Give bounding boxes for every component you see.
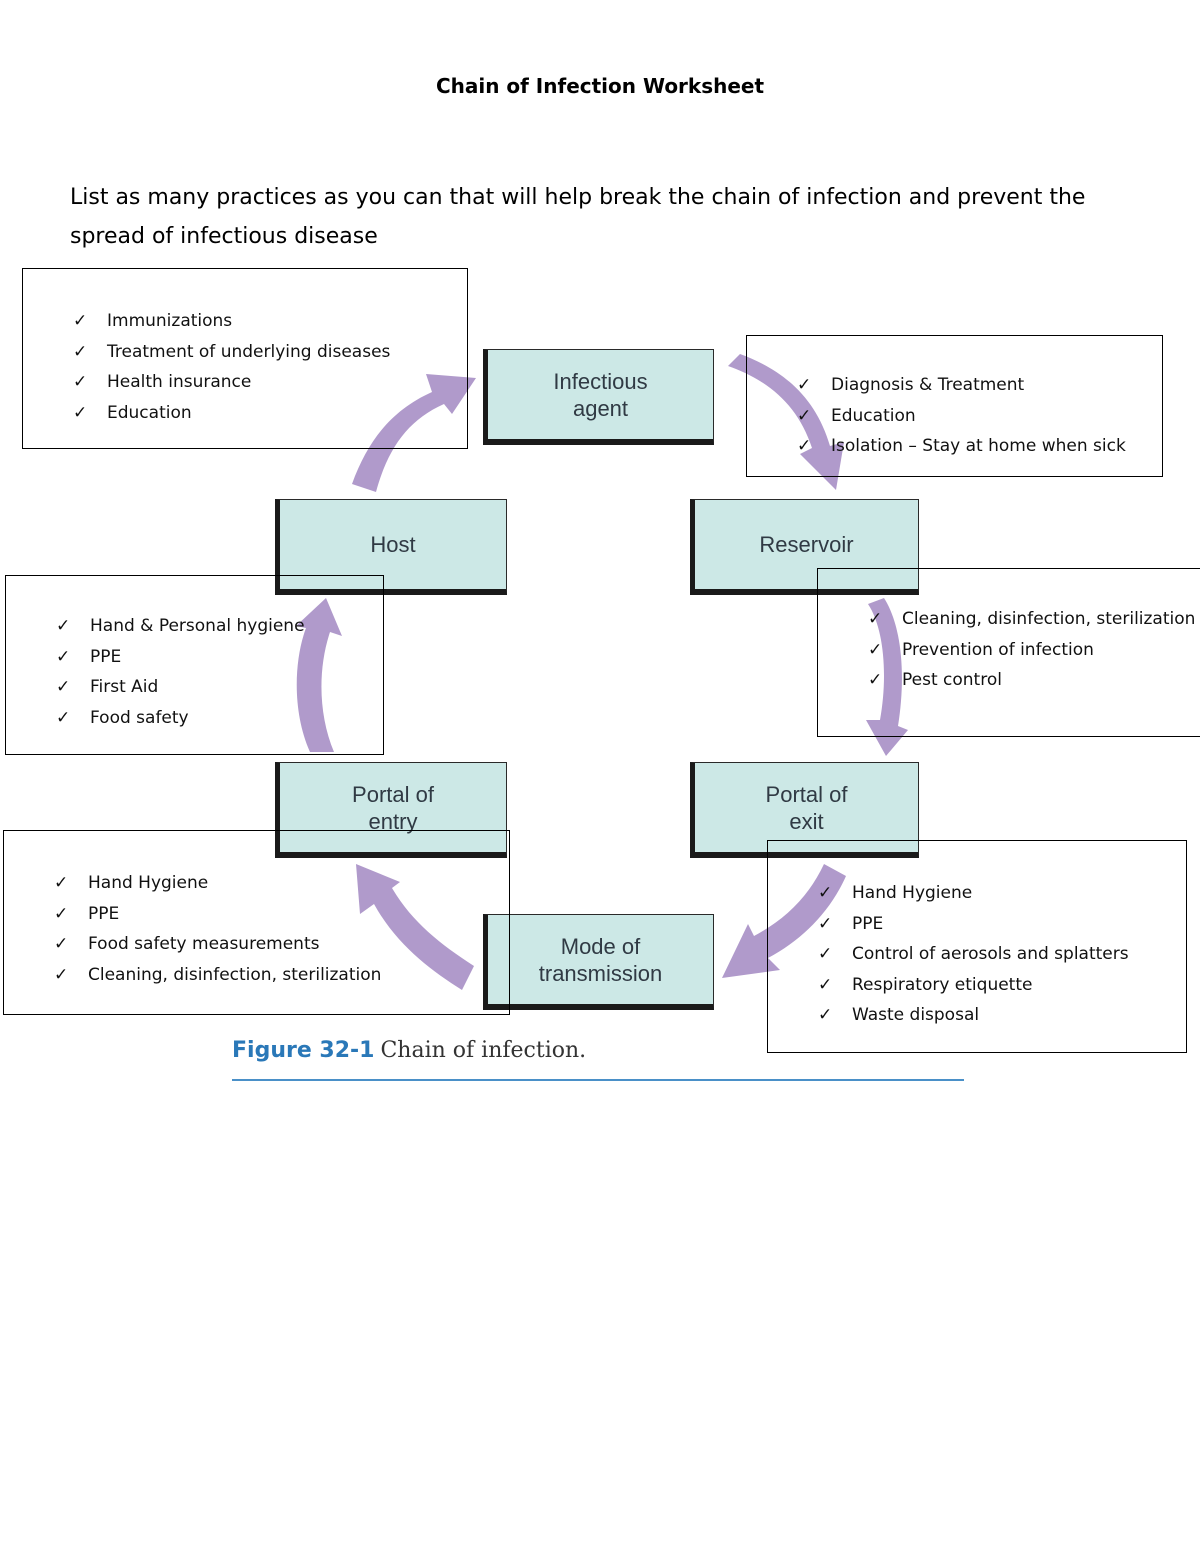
list-item: ✓Respiratory etiquette (818, 970, 1186, 1001)
check-icon: ✓ (54, 903, 69, 924)
node-host: Host (275, 499, 507, 595)
node-portal-of-exit-label: Portal of exit (765, 781, 848, 834)
check-icon: ✓ (73, 402, 88, 423)
check-icon: ✓ (797, 375, 812, 395)
arrow-host-to-agent (352, 374, 476, 492)
arrow-entry-to-host (296, 598, 342, 752)
node-host-label: Host (370, 532, 416, 557)
worksheet-title: Chain of Infection Worksheet (435, 74, 765, 98)
caption-rule (232, 1079, 964, 1081)
list-item: ✓Education (797, 401, 1162, 432)
node-portal-of-exit: Portal of exit (690, 762, 919, 858)
node-infectious-agent: Infectious agent (483, 349, 714, 445)
check-icon: ✓ (868, 609, 883, 629)
check-icon: ✓ (56, 616, 71, 636)
list-item: ✓Waste disposal (818, 1000, 1186, 1031)
check-icon: ✓ (54, 873, 69, 893)
list-item: ✓PPE (818, 909, 1186, 940)
check-icon: ✓ (818, 944, 833, 964)
check-icon: ✓ (818, 974, 833, 995)
list-item: ✓Health insurance (73, 367, 467, 398)
list-item: ✓Isolation – Stay at home when sick (797, 431, 1162, 462)
list-item: ✓Diagnosis & Treatment (797, 370, 1162, 401)
node-mode-of-transmission: Mode of transmission (483, 914, 714, 1010)
check-icon: ✓ (868, 670, 883, 690)
node-infectious-agent-label: Infectious agent (553, 368, 648, 421)
list-item: ✓Cleaning, disinfection, sterilization (868, 604, 1200, 635)
arrow-transmission-to-entry (356, 864, 474, 990)
instructions-text: List as many practices as you can that w… (70, 185, 1086, 249)
node-portal-of-entry: Portal of entry (275, 762, 507, 858)
cycle-arrows (296, 354, 908, 990)
list-item: ✓Hand Hygiene (54, 868, 509, 899)
check-icon: ✓ (818, 1005, 833, 1025)
transmission-practices-box: ✓Hand Hygiene ✓PPE ✓Control of aerosols … (767, 840, 1187, 1053)
arrow-agent-to-reservoir (728, 354, 844, 490)
list-item: ✓Cleaning, disinfection, sterilization (54, 960, 509, 991)
list-item: ✓Food safety measurements (54, 929, 509, 960)
node-portal-of-entry-label: Portal of entry (352, 781, 434, 834)
list-item: ✓Immunizations (73, 306, 467, 337)
check-icon: ✓ (56, 646, 71, 667)
list-item: ✓Hand Hygiene (818, 878, 1186, 909)
list-item: ✓Education (73, 398, 467, 429)
check-icon: ✓ (73, 372, 88, 392)
node-reservoir: Reservoir (690, 499, 919, 595)
list-item: ✓Control of aerosols and splatters (818, 939, 1186, 970)
check-icon: ✓ (73, 311, 88, 331)
check-icon: ✓ (56, 707, 71, 728)
list-item: ✓Hand & Personal hygiene (56, 611, 383, 642)
node-mode-of-transmission-label: Mode of transmission (538, 933, 663, 986)
arrow-reservoir-to-exit (866, 598, 908, 756)
list-item: ✓PPE (56, 642, 383, 673)
list-item: ✓Prevention of infection (868, 635, 1200, 666)
figure-caption-text: Chain of infection. (380, 1038, 587, 1063)
reservoir-practices-box: ✓Diagnosis & Treatment ✓Education ✓Isola… (746, 335, 1163, 477)
check-icon: ✓ (797, 436, 812, 456)
node-reservoir-label: Reservoir (759, 532, 854, 557)
check-icon: ✓ (818, 913, 833, 934)
arrow-exit-to-transmission (722, 864, 846, 978)
portal-of-entry-practices-box: ✓Hand Hygiene ✓PPE ✓Food safety measurem… (3, 830, 510, 1015)
list-item: ✓Treatment of underlying diseases (73, 337, 467, 368)
list-item: ✓Pest control (868, 665, 1200, 696)
agent-practices-box: ✓Immunizations ✓Treatment of underlying … (22, 268, 468, 449)
host-practices-box: ✓Hand & Personal hygiene ✓PPE ✓First Aid… (5, 575, 384, 755)
portal-of-exit-practices-box: ✓Cleaning, disinfection, sterilization ✓… (817, 568, 1200, 737)
check-icon: ✓ (54, 964, 69, 985)
list-item: ✓PPE (54, 899, 509, 930)
figure-label: Figure 32-1 (232, 1038, 375, 1063)
list-item: ✓First Aid (56, 672, 383, 703)
check-icon: ✓ (818, 883, 833, 903)
list-item: ✓Food safety (56, 703, 383, 734)
check-icon: ✓ (54, 934, 69, 954)
check-icon: ✓ (797, 405, 812, 426)
check-icon: ✓ (73, 341, 88, 362)
check-icon: ✓ (56, 677, 71, 697)
check-icon: ✓ (868, 639, 883, 660)
